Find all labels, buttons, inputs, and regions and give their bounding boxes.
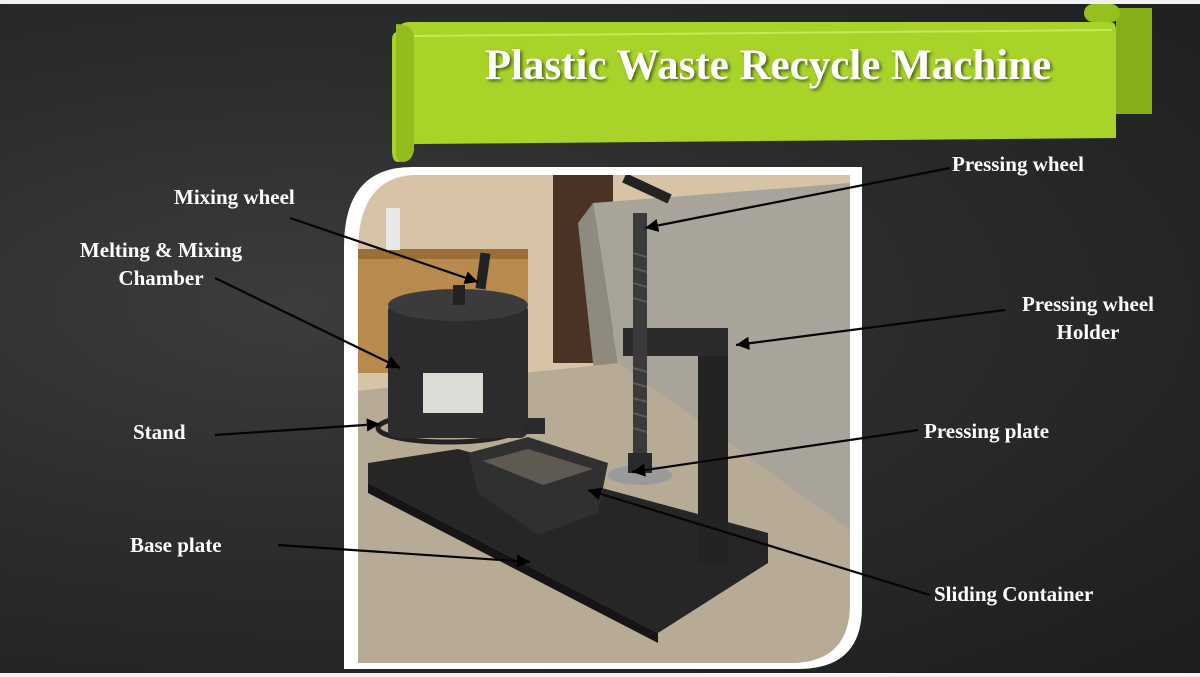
banner-ribbon: [392, 22, 1116, 162]
page-title: Plastic Waste Recycle Machine: [484, 42, 1052, 89]
leader-base-plate: [277, 543, 531, 568]
leader-pressing-plate: [631, 428, 919, 477]
label-stand: Stand: [133, 420, 186, 444]
banner-fold-curl: [1084, 4, 1120, 22]
label-pressing-wheel-holder-line1: Pressing wheel: [1021, 292, 1155, 316]
title-banner: [392, 4, 1152, 162]
pressing-wheel-handle: [622, 175, 672, 204]
label-pressing-plate: Pressing plate: [924, 419, 1050, 443]
screw: [633, 213, 647, 453]
label-base-plate: Base plate: [130, 533, 222, 557]
label-pressing-wheel: Pressing wheel: [952, 152, 1085, 176]
banner-fold-back: [1088, 8, 1152, 114]
leader-stand: [214, 418, 381, 437]
banner-left-curl: [395, 24, 414, 162]
bottle: [386, 208, 400, 250]
leader-pressing-wheel: [644, 166, 951, 232]
banner-edge-highlight: [413, 29, 1113, 37]
label-sliding-container: Sliding Container: [934, 582, 1094, 606]
leader-pressing-wheel-holder: [735, 308, 1006, 350]
machine-photo: [344, 167, 862, 669]
leader-sliding-container: [587, 487, 931, 597]
label-melting-chamber-line2: Chamber: [118, 266, 204, 290]
leader-melting-chamber: [214, 277, 401, 369]
leader-mixing-wheel: [289, 216, 479, 284]
label-mixing-wheel: Mixing wheel: [174, 185, 295, 209]
base-plate: [368, 449, 768, 633]
label-melting-chamber-line1: Melting & Mixing: [79, 238, 243, 262]
mixing-handle: [475, 252, 491, 290]
chamber-sticker: [423, 373, 483, 413]
label-melting-chamber: Melting & Mixing Chamber: [68, 236, 254, 292]
label-pressing-wheel-holder: Pressing wheel Holder: [1010, 290, 1166, 346]
label-pressing-wheel-holder-line2: Holder: [1056, 320, 1120, 344]
